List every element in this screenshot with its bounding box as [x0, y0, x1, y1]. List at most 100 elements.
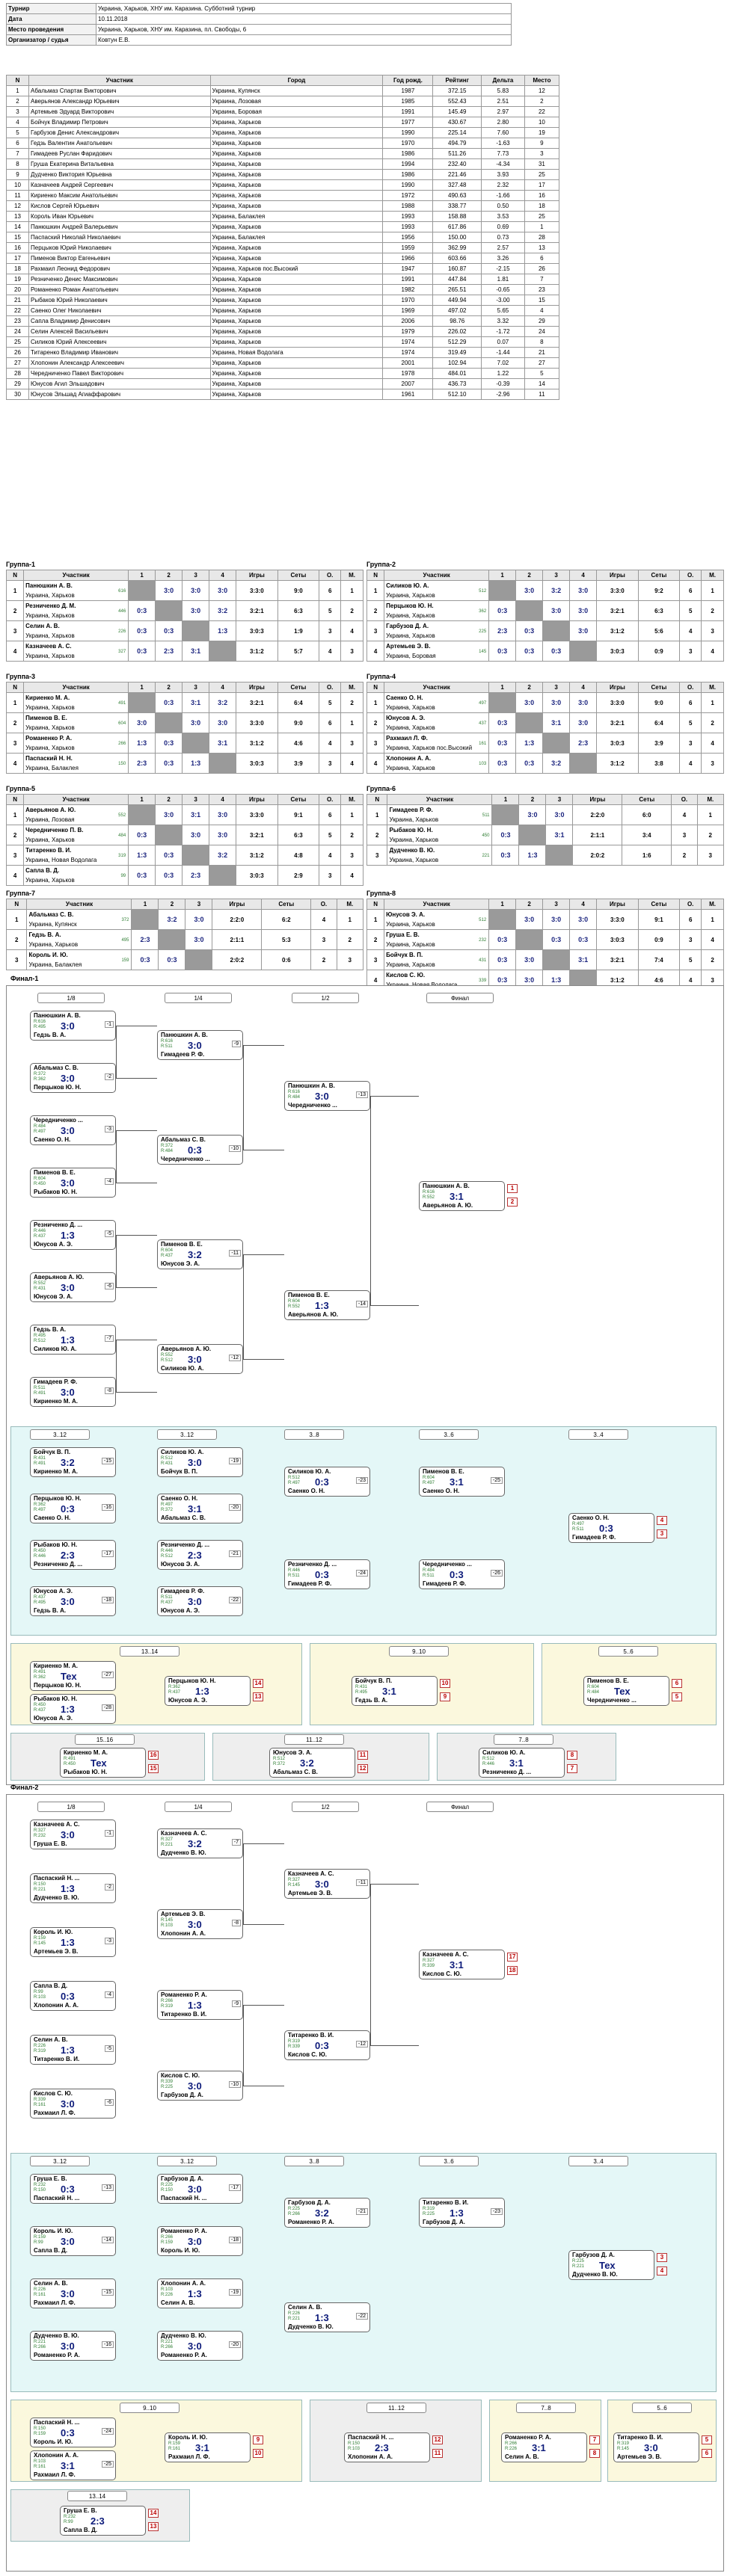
- place-b: 4: [657, 2267, 667, 2275]
- games: 3:1:2: [596, 753, 639, 774]
- game-score: [569, 641, 598, 662]
- match-rating-a: R:491: [64, 1757, 76, 1761]
- games: 3:1:2: [596, 620, 639, 641]
- match-rating-a: R:604: [34, 1177, 46, 1181]
- match-player-a: Пименов В. Е.: [587, 1677, 629, 1684]
- cell: Украина, Харьков: [209, 138, 384, 149]
- group-col-header: М.: [340, 570, 364, 581]
- group-col-header: 3: [545, 794, 574, 805]
- game-score: [488, 909, 517, 930]
- game-score: 3:0: [185, 909, 213, 930]
- sets: 9:0: [277, 580, 320, 601]
- match-score: 3:0: [188, 1354, 202, 1365]
- match-score: 0:3: [61, 2184, 75, 2195]
- group-col-header: 1: [488, 682, 517, 693]
- match-rating-b: R:150: [34, 2188, 46, 2193]
- place-a: 14: [253, 1679, 263, 1688]
- cell: 158.88: [432, 211, 482, 222]
- place-b: 12: [358, 1764, 368, 1773]
- group-col-header: 1: [488, 570, 517, 581]
- cell: 25: [5, 336, 30, 348]
- match-number: -4: [104, 1178, 114, 1185]
- match-rating-b: R:484: [161, 1149, 174, 1153]
- match-player-a: Селин А. В.: [34, 2036, 68, 2043]
- cell: 319.49: [432, 347, 482, 358]
- match-rating-a: R:319: [423, 2207, 435, 2211]
- match-rating-a: R:327: [161, 1837, 174, 1842]
- player-city: Украина, Харьков: [25, 612, 75, 619]
- player-city: Украина, Боровая: [386, 653, 436, 659]
- cell: 1966: [382, 253, 434, 264]
- player-rating: 103: [479, 762, 487, 766]
- col-header: Дельта: [481, 75, 525, 86]
- match-player-a: Саенко О. Н.: [161, 1495, 198, 1502]
- group-col-header: N: [5, 899, 28, 910]
- zone-label: 3..6: [419, 1429, 479, 1440]
- cell: 6: [5, 138, 30, 149]
- match-rating-a: R:103: [161, 2287, 174, 2292]
- sets: 3:8: [637, 753, 681, 774]
- player-rating: 145: [479, 650, 487, 654]
- sets: 5:6: [637, 620, 681, 641]
- zone-label: 3..4: [568, 1429, 628, 1440]
- match-rating-a: R:484: [423, 1568, 435, 1573]
- group-col-header: 1: [491, 794, 520, 805]
- col-header: Место: [524, 75, 560, 86]
- bracket-line: [116, 1392, 157, 1393]
- match-rating-b: R:495: [34, 1600, 46, 1605]
- cell: Украина, Харьков: [209, 169, 384, 180]
- group-col-header: 4: [569, 899, 598, 910]
- cell: 1.22: [481, 368, 525, 379]
- group-col-header: N: [5, 794, 25, 805]
- games: 3:2:1: [596, 712, 639, 733]
- place-a: 17: [507, 1953, 518, 1962]
- group-col-header: М.: [701, 570, 724, 581]
- match-player-b: Юнусов А. Э.: [34, 1715, 73, 1722]
- match-rating-b: R:431: [161, 1461, 174, 1466]
- match-rating-b: R:161: [34, 2293, 46, 2297]
- match-player-a: Селин А. В.: [288, 2304, 322, 2311]
- player-name-text: Рахмаил Л. Ф.: [386, 735, 428, 742]
- game-score: [155, 825, 183, 845]
- player-number: 1: [366, 692, 385, 713]
- match-score: 1:3: [61, 1334, 75, 1346]
- zone-label: 7..8: [516, 2403, 576, 2413]
- game-score: 0:3: [128, 620, 156, 641]
- game-score: 3:0: [515, 580, 544, 601]
- cell: 1993: [382, 221, 434, 232]
- points: 6: [319, 712, 342, 733]
- bracket-line: [243, 1254, 244, 1360]
- match-rating-a: R:511: [161, 1595, 173, 1600]
- match-rating-b: R:232: [34, 1834, 46, 1838]
- match-number: -10: [228, 2081, 241, 2088]
- match-player-b: Силиков Ю. А.: [161, 1365, 204, 1372]
- player-rating: 150: [118, 762, 126, 766]
- match-score: 3:0: [61, 2288, 75, 2299]
- match-score: 1:3: [61, 1937, 75, 1948]
- cell: 447.84: [432, 274, 482, 285]
- group-col-header: М.: [696, 794, 725, 805]
- player-city: Украина, Харьков: [25, 724, 75, 731]
- cell: 19: [5, 274, 30, 285]
- match-player-a: Казначеев А. С.: [34, 1821, 80, 1828]
- group-col-header: Участник: [26, 899, 132, 910]
- match-rating-a: R:225: [288, 2207, 301, 2211]
- player-name-text: Паспаский Н. Н.: [25, 755, 73, 762]
- player-number: 2: [366, 600, 385, 621]
- game-score: [518, 825, 547, 845]
- place-a: 4: [657, 1516, 667, 1525]
